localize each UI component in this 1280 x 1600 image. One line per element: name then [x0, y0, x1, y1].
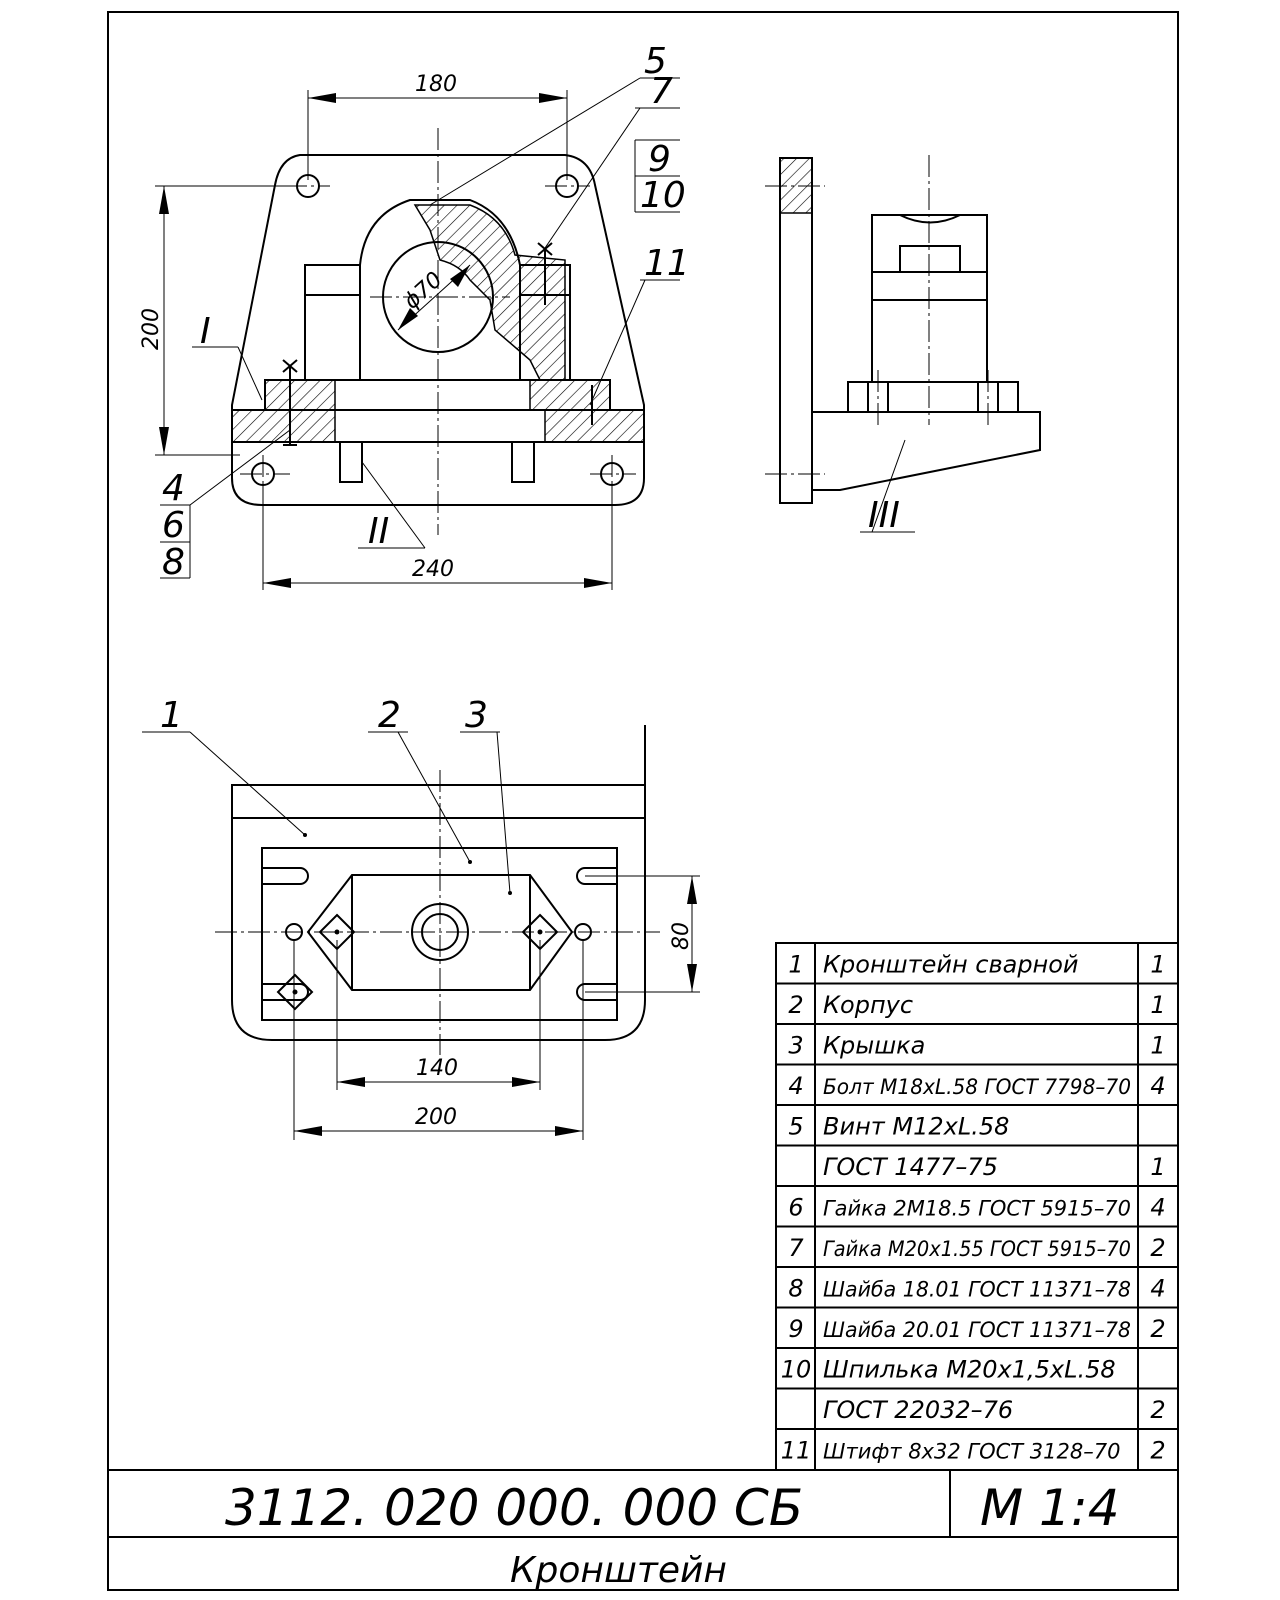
callout-9: 9: [648, 139, 671, 180]
callout-7: 7: [650, 71, 673, 112]
spec-row-quantity: 2: [1150, 1396, 1165, 1424]
spec-row-quantity: 4: [1150, 1194, 1165, 1222]
callout-10: 10: [640, 175, 686, 216]
spec-row-position: 1: [788, 951, 803, 979]
view-label-I: I: [200, 311, 211, 352]
spec-row-quantity: 1: [1150, 1153, 1165, 1181]
spec-row-name: ГОСТ 1477–75: [823, 1153, 998, 1181]
dim-180-text: 180: [415, 72, 457, 97]
spec-row-quantity: 4: [1150, 1072, 1165, 1100]
callout-5: 5: [644, 41, 667, 82]
drawing-frame: [107, 11, 1179, 1591]
spec-row-position: 8: [788, 1275, 803, 1303]
spec-row-name: Шайба 20.01 ГОСТ 11371–78: [823, 1318, 1131, 1342]
front-view: 180 200 ϕ70 240 5 7 9 10: [139, 41, 690, 590]
view-label-II: II: [368, 511, 389, 552]
specification-table: 1 Кронштейн сварной 1 2 Корпус 1 3 Крышка 1 4 Болт…: [775, 942, 1179, 1471]
title-block: 3112. 020 000. 000 СБ M 1:4 Кронштейн: [108, 1469, 1178, 1591]
spec-row-position: 9: [788, 1315, 803, 1343]
spec-row-position: 4: [788, 1072, 803, 1100]
dim-bore-diameter-text: ϕ70: [399, 267, 447, 314]
dim-240-text: 240: [412, 557, 454, 582]
spec-row-quantity: 4: [1150, 1275, 1165, 1303]
spec-row-position: 6: [788, 1194, 803, 1222]
dim-80-text: 80: [669, 922, 694, 950]
spec-row-position: 5: [788, 1113, 803, 1141]
dim-140-text: 140: [416, 1056, 458, 1081]
dim-200-vertical-text: 200: [139, 308, 164, 350]
spec-row-name: Шайба 18.01 ГОСТ 11371–78: [823, 1278, 1131, 1302]
callout-11: 11: [644, 243, 690, 284]
spec-row-position: 3: [788, 1032, 803, 1060]
spec-row-quantity: 2: [1150, 1315, 1165, 1343]
spec-row-name: Кронштейн сварной: [823, 951, 1079, 979]
spec-row-quantity: 2: [1150, 1437, 1165, 1465]
callout-6: 6: [162, 505, 185, 546]
spec-row-quantity: 1: [1150, 1032, 1165, 1060]
spec-row-name: Гайка M20x1.55 ГОСТ 5915–70: [823, 1237, 1131, 1261]
spec-row-name: Винт M12xL.58: [823, 1113, 1009, 1141]
callout-2: 2: [378, 695, 401, 736]
spec-row-position: 10: [781, 1356, 812, 1384]
spec-row-quantity: 1: [1150, 951, 1165, 979]
drawing-designation: 3112. 020 000. 000 СБ: [225, 1479, 803, 1537]
spec-row-position: 7: [788, 1234, 804, 1262]
dim-200-horizontal-text: 200: [415, 1105, 457, 1130]
drawing-scale: M 1:4: [980, 1479, 1120, 1537]
spec-row-quantity: 2: [1150, 1234, 1165, 1262]
spec-row-name: ГОСТ 22032–76: [823, 1396, 1013, 1424]
side-view: III: [765, 155, 1041, 536]
spec-row-name: Гайка 2M18.5 ГОСТ 5915–70: [823, 1197, 1131, 1221]
spec-row-name: Штифт 8x32 ГОСТ 3128–70: [823, 1440, 1120, 1464]
spec-row-name: Шпилька M20x1,5xL.58: [823, 1356, 1116, 1384]
spec-row-position: 2: [788, 991, 803, 1019]
callout-3: 3: [465, 695, 488, 736]
plan-view: 1 2 3 80 140 200: [142, 695, 700, 1140]
callout-1: 1: [160, 695, 183, 736]
view-label-III: III: [868, 495, 900, 536]
spec-row-position: 11: [781, 1437, 812, 1465]
callout-8: 8: [162, 542, 185, 583]
spec-row-name: Корпус: [823, 991, 913, 1019]
spec-row-quantity: 1: [1150, 991, 1165, 1019]
spec-row-name: Болт M18xL.58 ГОСТ 7798–70: [823, 1075, 1131, 1099]
spec-row-name: Крышка: [823, 1032, 925, 1060]
drawing-name: Кронштейн: [510, 1550, 727, 1591]
callout-4: 4: [162, 468, 185, 509]
